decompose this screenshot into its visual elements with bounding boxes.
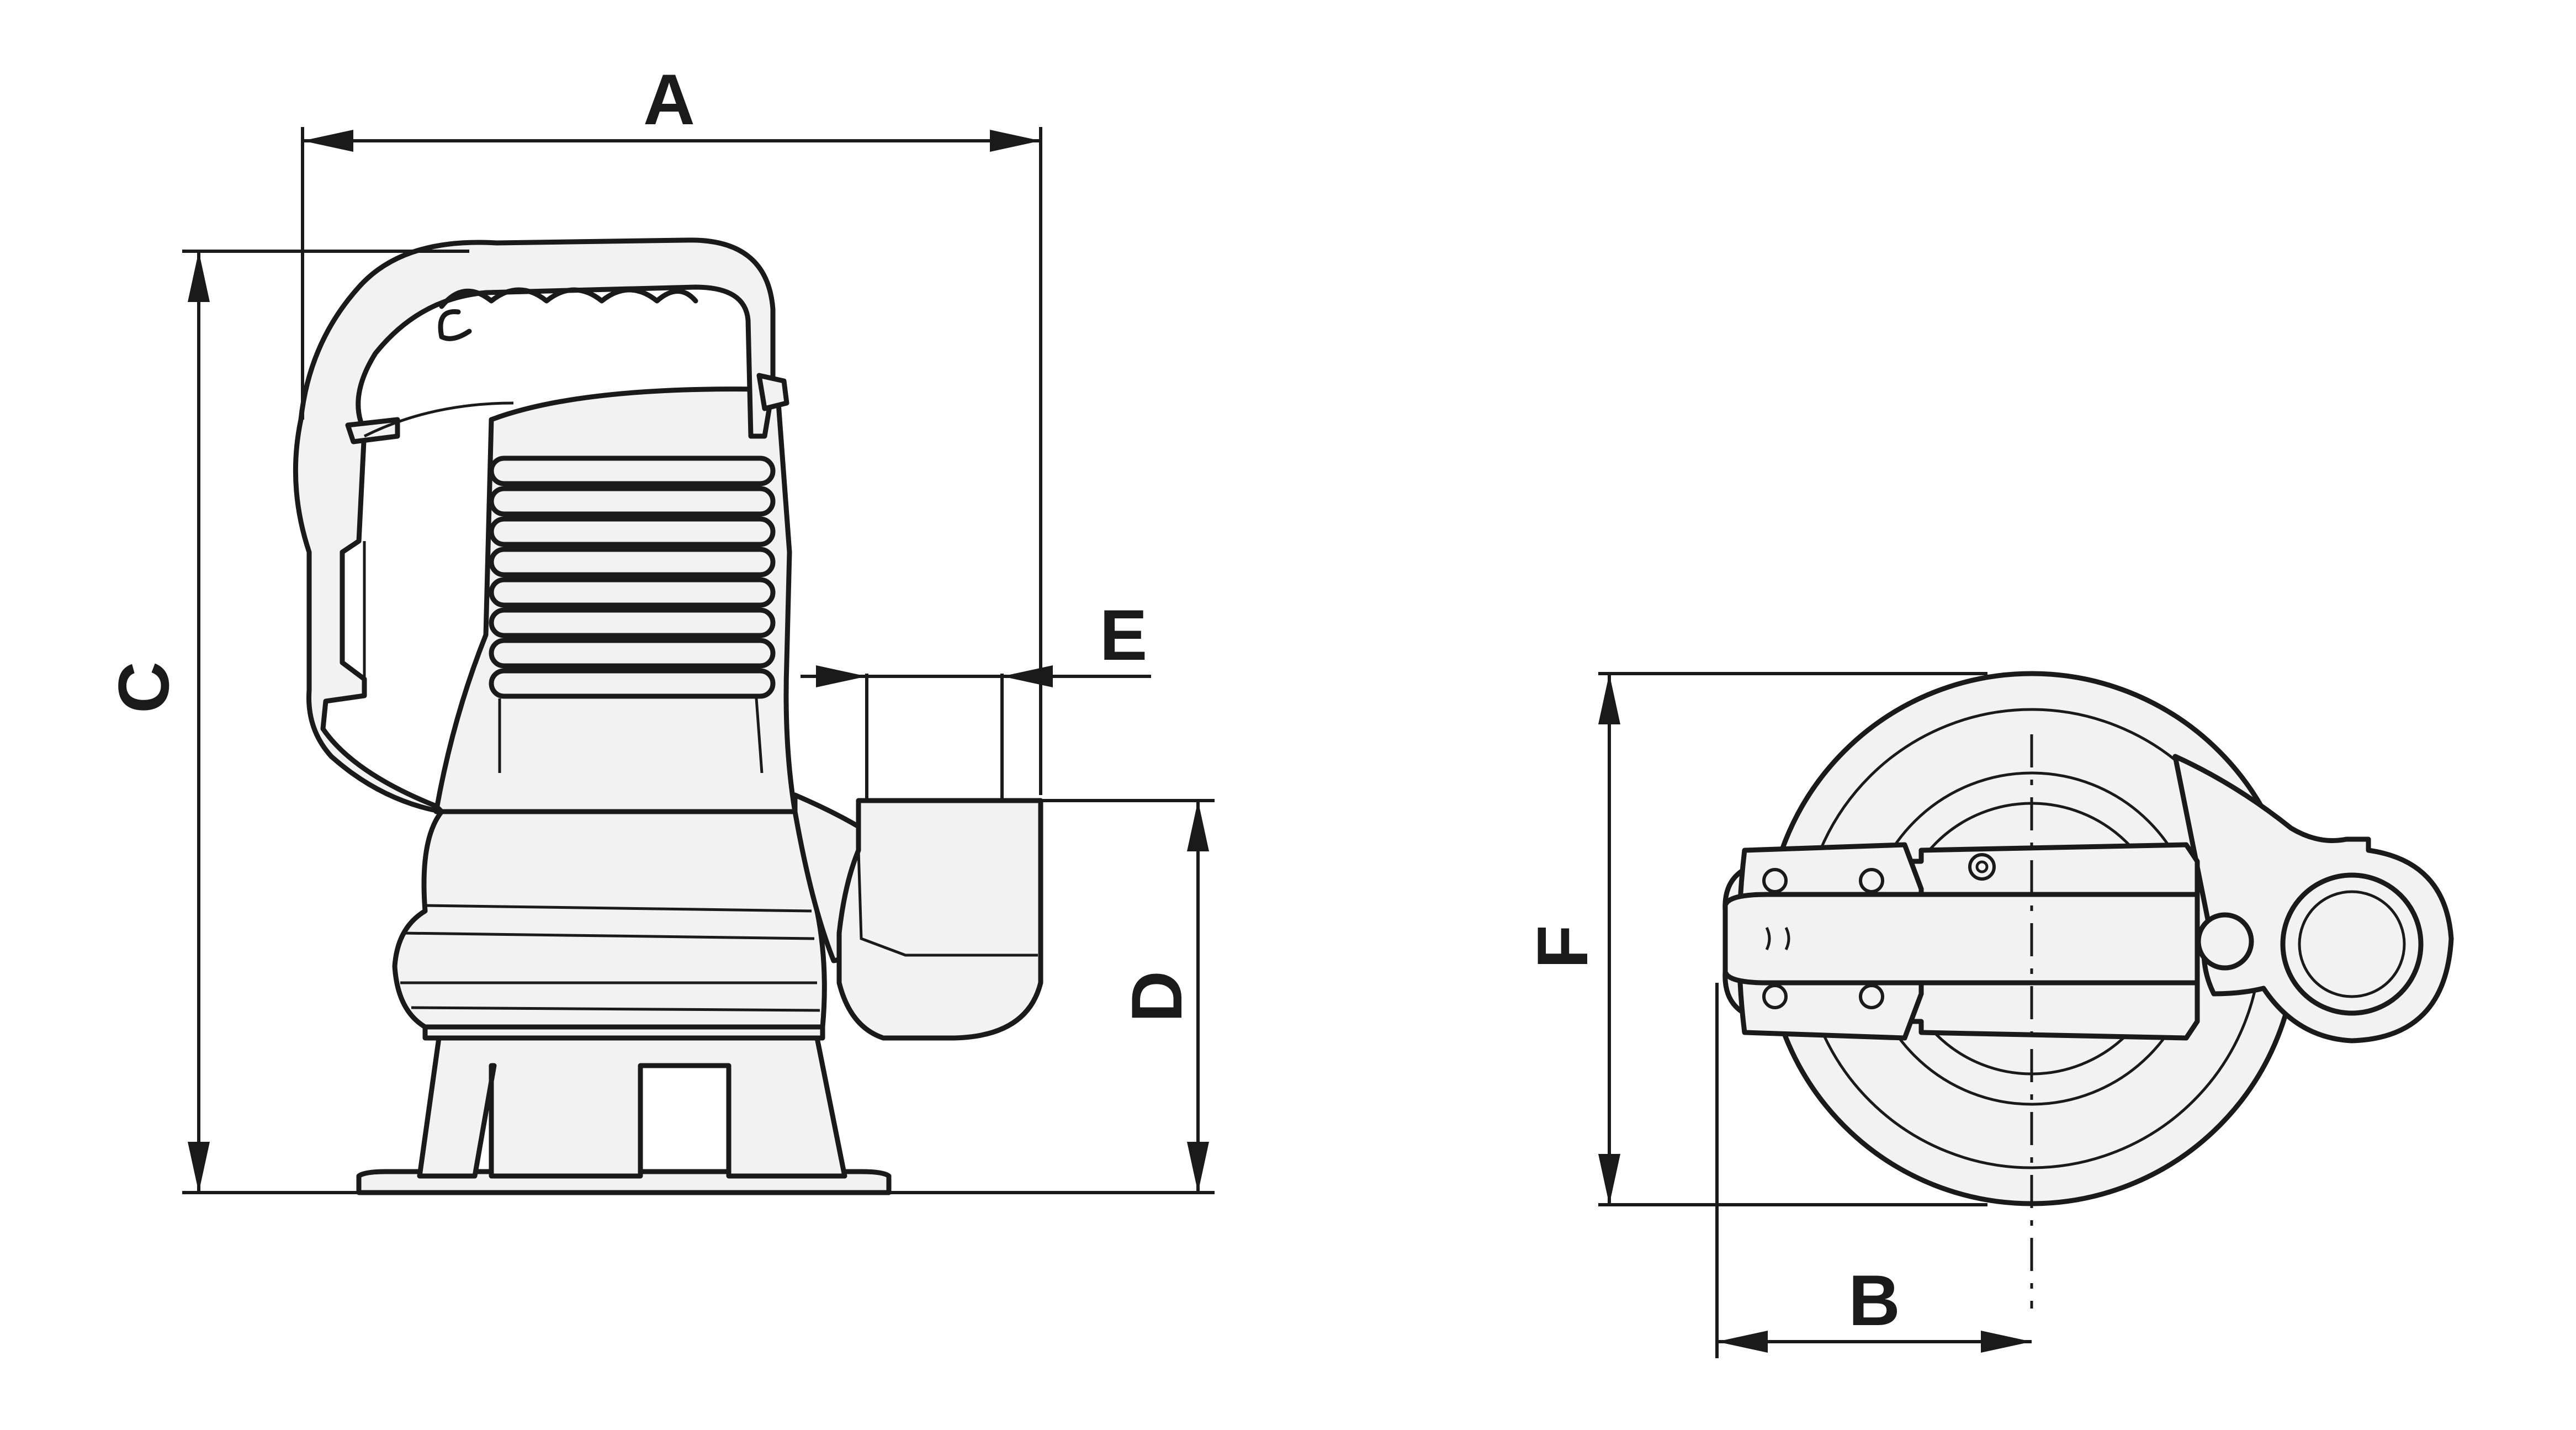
dimension-c-label: C [103, 661, 184, 713]
cable-clip [345, 417, 400, 444]
carry-handle [293, 237, 776, 814]
side-lug [756, 373, 789, 411]
handle-hook [438, 309, 472, 341]
outlet-inner-line [857, 850, 1038, 957]
pump-top-view [1722, 671, 2454, 1309]
discharge-outlet [836, 798, 1043, 1041]
volute-line-3 [411, 1006, 820, 1012]
bolt-3 [1762, 984, 1788, 1009]
screw-top [1968, 853, 1996, 881]
volute-line-1 [402, 931, 815, 940]
dimension-e-label: E [1100, 595, 1148, 675]
dimension-b-label: B [1848, 1260, 1900, 1341]
dimension-lines [182, 127, 2032, 1358]
bolt-4 [1859, 984, 1884, 1009]
outlet-port-outer [2280, 872, 2424, 1016]
dimension-d-label: D [1116, 971, 1197, 1023]
volute-line-4 [425, 904, 812, 913]
bolt-1 [1762, 868, 1788, 893]
dimension-f-label: F [1522, 925, 1603, 968]
pump-legs [417, 1035, 847, 1179]
dimension-a-label: A [643, 59, 695, 140]
handle-grip [439, 287, 698, 309]
outlet-port-inner [2298, 890, 2406, 998]
volute-housing [392, 809, 827, 1030]
motor-shoulder [498, 698, 764, 774]
handle-grip-marks [1765, 926, 1790, 951]
handle-strap [363, 401, 514, 679]
valve-knob [2196, 912, 2254, 971]
bolt-2 [1859, 868, 1884, 893]
pump-side-view [293, 237, 1043, 1195]
handle-bar [1722, 892, 2200, 986]
screw-top-inner [1975, 860, 1989, 873]
cooling-fins [489, 456, 776, 699]
